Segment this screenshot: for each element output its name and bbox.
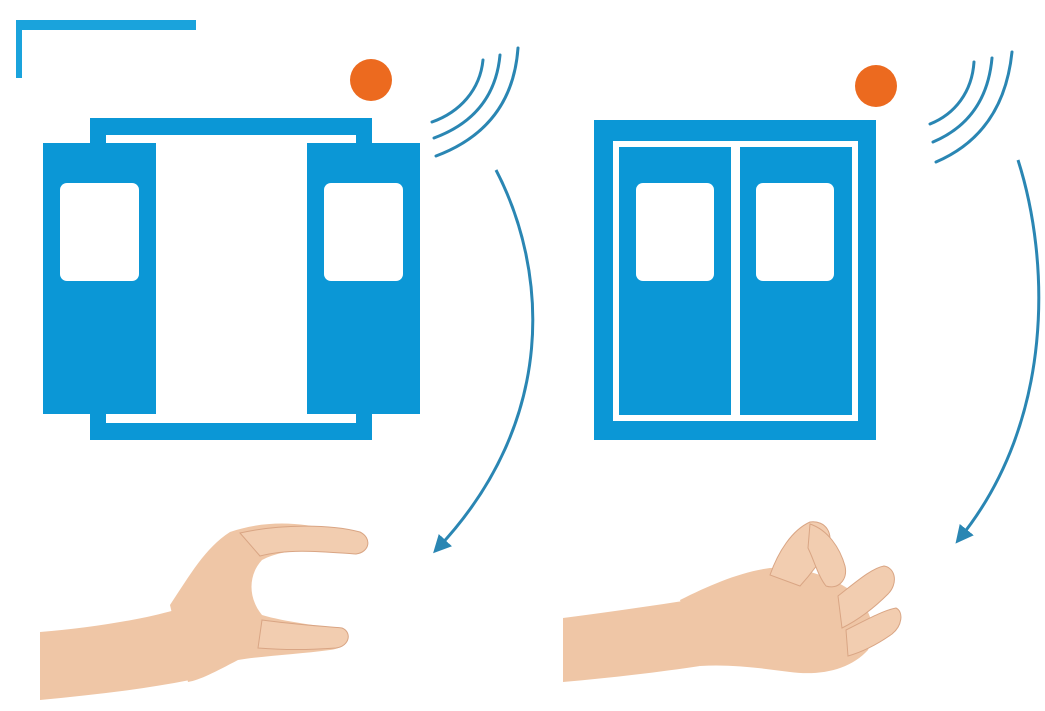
signal-waves-icon — [432, 48, 518, 156]
pinch-hand-icon — [563, 522, 901, 682]
indicator-dot-icon — [350, 59, 392, 101]
curved-arrow-icon — [960, 160, 1039, 538]
open-hand-icon — [40, 524, 368, 701]
indicator-dot-icon — [855, 65, 897, 107]
door-closed-icon — [594, 120, 876, 440]
signal-waves-icon — [930, 52, 1012, 162]
door-open-icon — [43, 118, 420, 440]
corner-banner — [16, 20, 196, 78]
curved-arrow-icon — [438, 170, 533, 548]
